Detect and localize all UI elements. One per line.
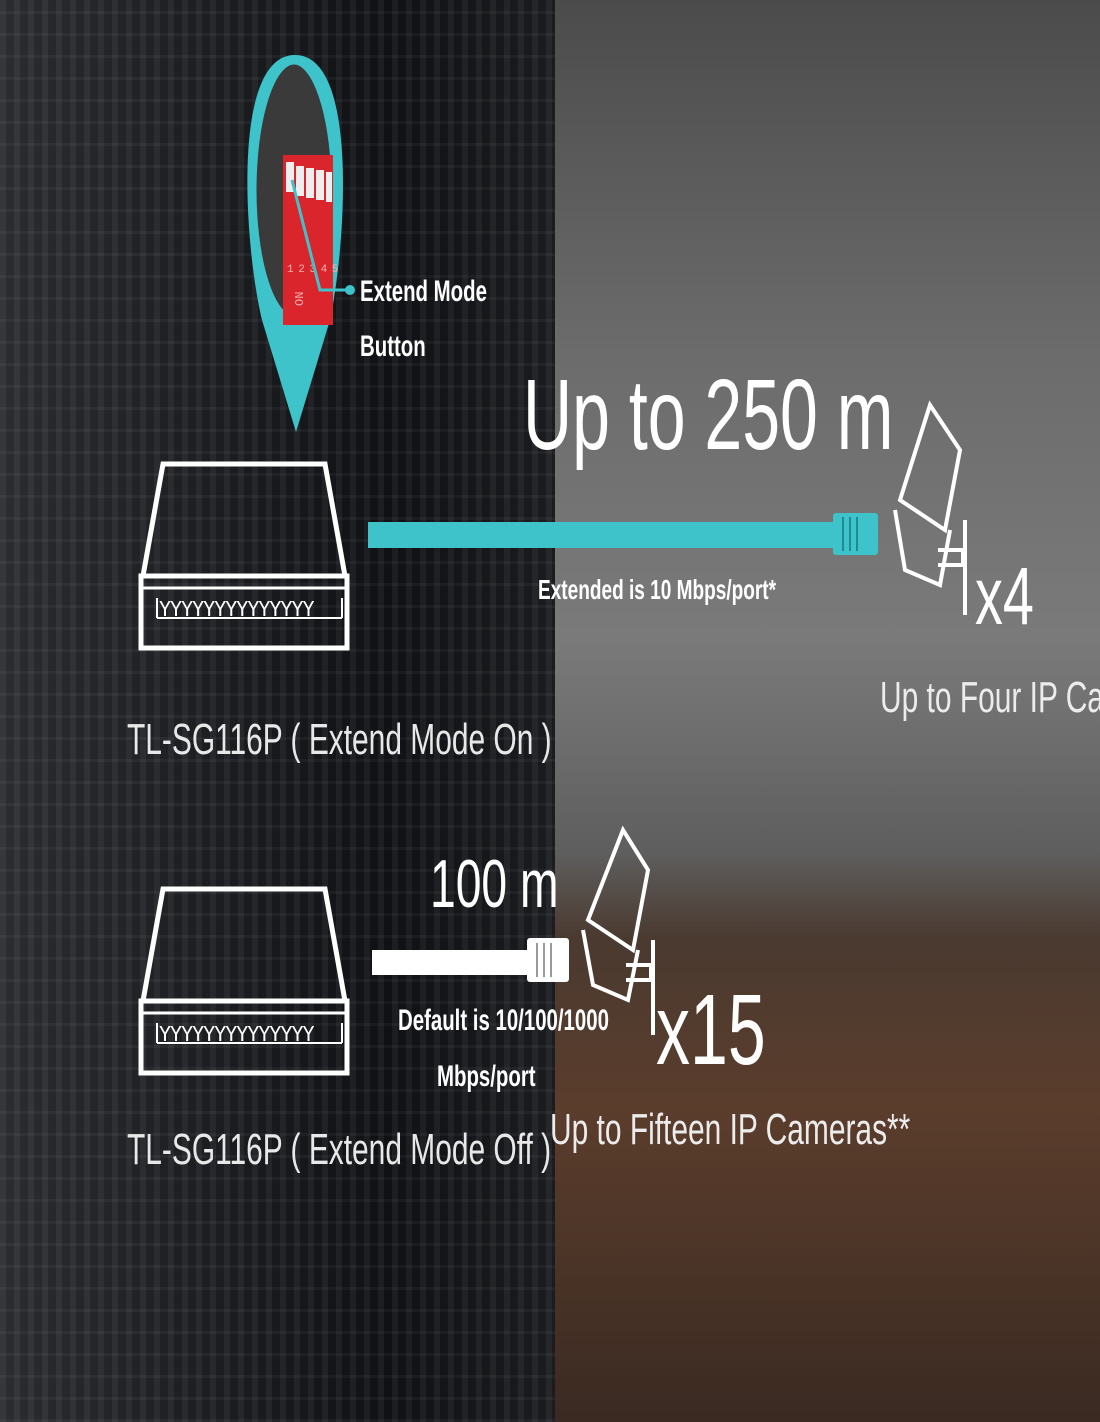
switch-icon-extend-on: YYYYYYYYYYYYYY (138, 461, 350, 651)
building-background (555, 0, 1100, 1422)
camera-caption-four: Up to Four IP Cameras (880, 673, 1100, 722)
extended-speed-note: Extended is 10 Mbps/port* (538, 574, 777, 605)
ethernet-cable-default (372, 938, 569, 982)
camera-count-4: x4 (975, 551, 1034, 642)
switch-label-extend-on: TL-SG116P ( Extend Mode On ) (127, 715, 552, 764)
ethernet-cable-extended (368, 513, 878, 555)
svg-text:YYYYYYYYYYYYYY: YYYYYYYYYYYYYY (159, 597, 315, 621)
dip-on-label: ON (293, 292, 307, 306)
camera-count-15: x15 (656, 974, 766, 1086)
button-label: Button (360, 330, 426, 363)
svg-text:YYYYYYYYYYYYYY: YYYYYYYYYYYYYY (159, 1022, 315, 1046)
switch-icon-extend-off: YYYYYYYYYYYYYY (138, 886, 350, 1076)
camera-caption-fifteen: Up to Fifteen IP Cameras** (550, 1105, 911, 1154)
default-distance: 100 m (430, 846, 559, 922)
extended-distance: Up to 250 m (523, 359, 894, 471)
extend-mode-label: Extend Mode (360, 275, 487, 308)
switch-label-extend-off: TL-SG116P ( Extend Mode Off ) (127, 1125, 552, 1174)
dip-labels: 1 2 3 4 5 (287, 264, 338, 276)
default-speed-note-line1: Default is 10/100/1000 (398, 1004, 609, 1037)
ip-camera-icon-4 (893, 400, 967, 615)
default-speed-note-line2: Mbps/port (437, 1060, 536, 1093)
ip-camera-icon-15 (581, 825, 655, 1035)
